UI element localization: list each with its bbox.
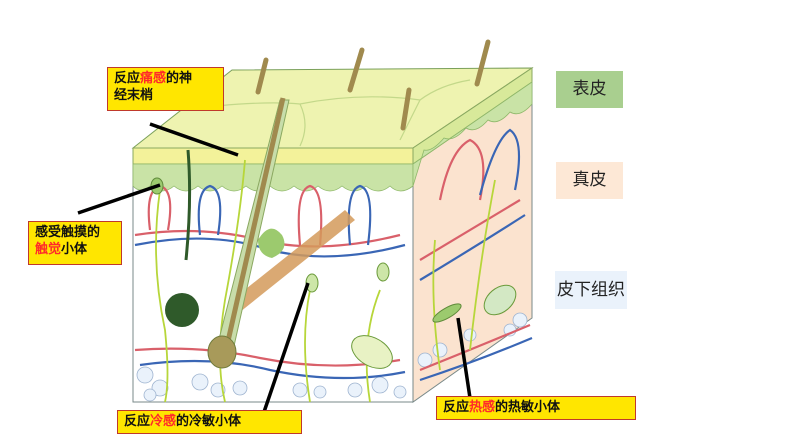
hair-shafts	[255, 39, 491, 131]
callout-highlight: 冷感	[150, 414, 177, 429]
callout-text: 反应	[114, 71, 141, 86]
layer-label-dermis: 真皮	[556, 162, 623, 199]
callout-text: 的热敏小体	[495, 400, 561, 415]
layer-label-epidermis: 表皮	[556, 71, 623, 108]
pacinian-corpuscle	[351, 335, 393, 369]
touch-corpuscle-callout: 感受触摸的 触觉小体	[28, 221, 122, 265]
callout-text: 反应	[124, 414, 151, 429]
fat-cells	[136, 312, 528, 402]
callout-text: 的冷敏小体	[176, 414, 242, 429]
cold-corpuscle-callout: 反应冷感的冷敏小体	[117, 410, 302, 434]
callout-text: 反应	[443, 400, 470, 415]
sweat-gland	[165, 293, 199, 327]
layer-label-subcutaneous: 皮下组织	[555, 271, 627, 309]
heat-corpuscle-callout: 反应热感的热敏小体	[436, 396, 636, 420]
heat-corpuscle	[432, 303, 462, 323]
callout-highlight: 痛感	[140, 71, 167, 86]
pain-nerve-callout: 反应痛感的神 经末梢	[107, 67, 224, 111]
callout-text: 的神	[166, 71, 193, 86]
blood-vessels	[134, 128, 533, 382]
callout-text: 经末梢	[114, 88, 154, 103]
callout-text: 小体	[61, 242, 88, 257]
callout-text: 感受触摸的	[35, 225, 101, 240]
pointer-lines	[77, 122, 472, 413]
arrector-muscle	[232, 210, 355, 312]
callout-highlight: 热感	[469, 400, 496, 415]
callout-highlight: 触觉	[35, 242, 62, 257]
